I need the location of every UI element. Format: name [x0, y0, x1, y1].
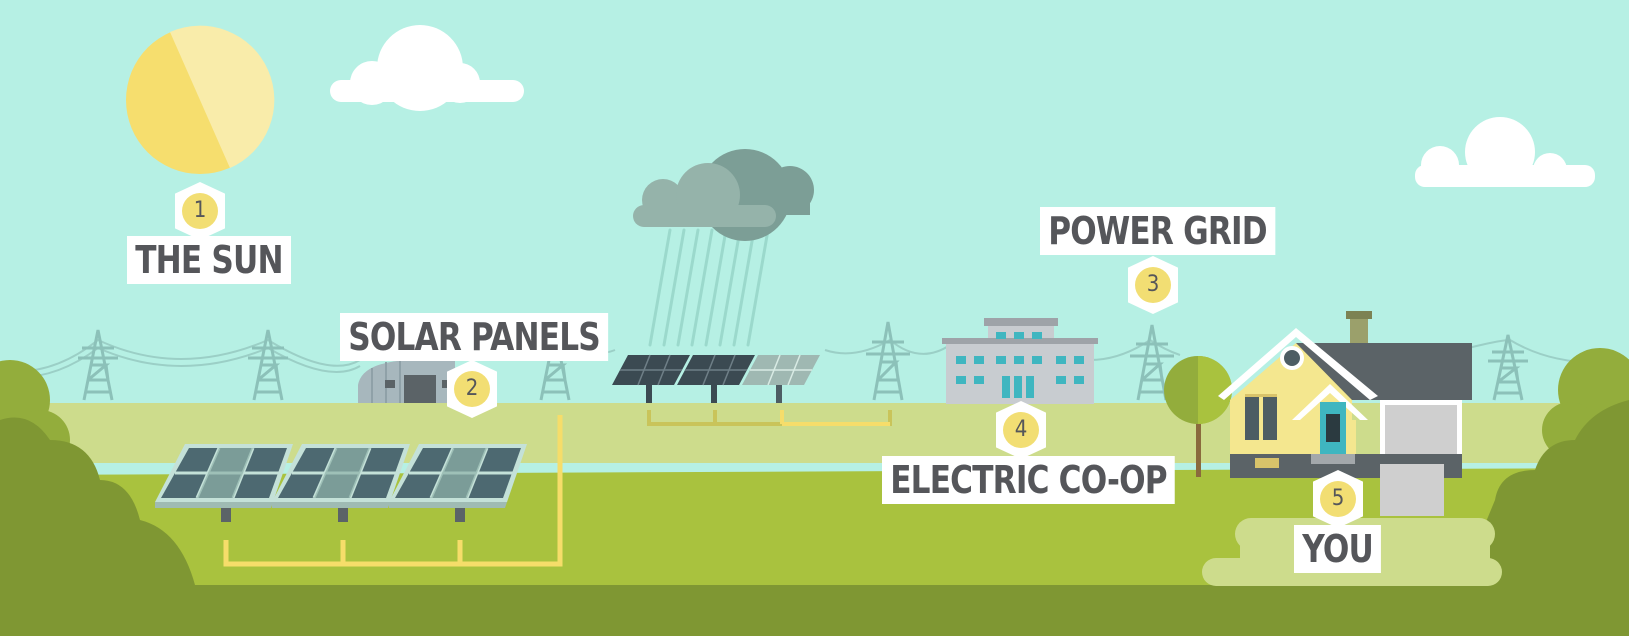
building-icon: [942, 318, 1098, 404]
step-number: 2: [454, 371, 490, 407]
house-icon: [1218, 311, 1472, 516]
step-label: THE SUN: [127, 236, 291, 284]
step-label: YOU: [1294, 525, 1382, 573]
step-number-badge: 1: [175, 182, 225, 240]
ground-near: [0, 585, 1629, 636]
solar-panel-icon: [155, 444, 527, 522]
step-number-badge: 4: [996, 401, 1046, 459]
cloud-icon: [330, 25, 524, 111]
step-number: 4: [1003, 412, 1039, 448]
sun-icon: [126, 25, 275, 174]
tree-icon: [1164, 356, 1232, 477]
power-lines: [0, 338, 1629, 379]
step-label: SOLAR PANELS: [340, 313, 609, 361]
step-label: POWER GRID: [1040, 207, 1276, 255]
step-number-badge: 3: [1128, 256, 1178, 314]
barn-icon: [358, 360, 455, 403]
solar-panel-icon: [612, 354, 820, 403]
step-label: ELECTRIC CO-OP: [882, 456, 1175, 504]
step-number-badge: 5: [1313, 470, 1363, 528]
step-number: 5: [1320, 481, 1356, 517]
cloud-icon: [1415, 117, 1595, 187]
rain-cloud-icon: [633, 149, 814, 347]
step-number-badge: 2: [447, 360, 497, 418]
power-wire: [647, 410, 892, 426]
bush-left: [0, 360, 195, 585]
power-wire: [223, 415, 563, 567]
step-number: 1: [182, 193, 218, 229]
bush-right: [1460, 348, 1629, 585]
step-number: 3: [1135, 267, 1171, 303]
